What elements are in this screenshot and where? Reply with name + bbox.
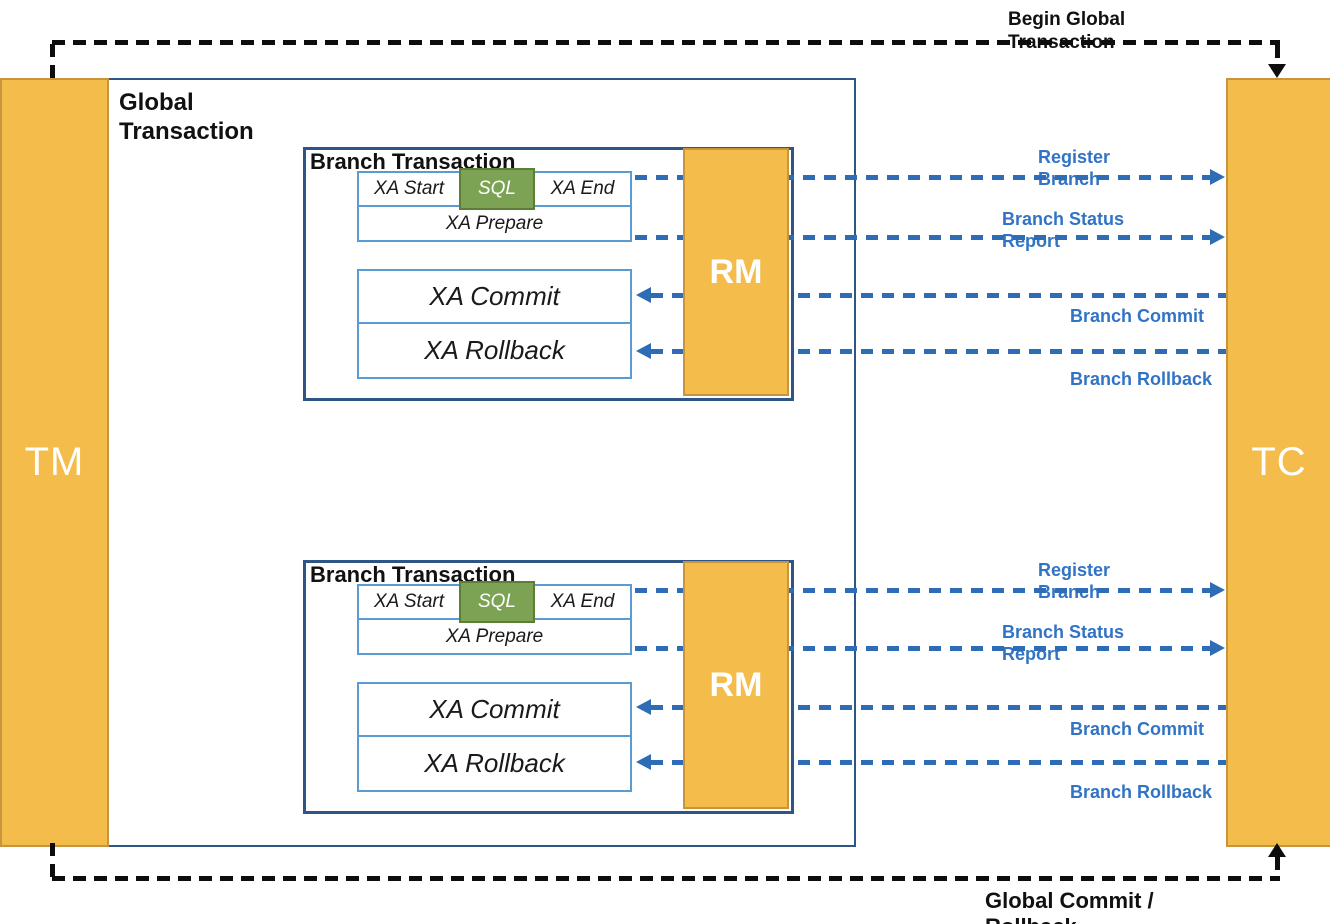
arrowhead-right-icon <box>1210 640 1225 656</box>
branch-status-report-label-2: Branch Status Report <box>1002 622 1125 664</box>
xa-end-box-1: XA End <box>533 171 632 207</box>
arrowhead-right-icon <box>1210 169 1225 185</box>
xa-commit-box-2: XA Commit <box>357 682 632 737</box>
branch-commit-label-1: Branch Commit <box>1070 306 1205 326</box>
sql-box-1: SQL <box>459 168 535 210</box>
register-branch-label-1: Register Branch <box>1038 147 1111 189</box>
arrow-register-branch-1 <box>635 169 1225 185</box>
tc-node: TC <box>1226 78 1330 847</box>
commit-flow-right-segment <box>1275 857 1280 877</box>
branch-rollback-label-2: Branch Rollback <box>1070 782 1213 802</box>
arrowhead-left-icon <box>636 287 651 303</box>
arrowhead-right-icon <box>1210 229 1225 245</box>
tm-label: TM <box>24 440 85 484</box>
begin-flow-horizontal-segment <box>52 40 1280 45</box>
sql-box-2: SQL <box>459 581 535 623</box>
xa-end-box-2: XA End <box>533 584 632 620</box>
arrow-branch-rollback-1 <box>636 343 1226 359</box>
tc-label: TC <box>1251 440 1307 484</box>
arrow-branch-status-report-2 <box>635 640 1225 656</box>
arrow-register-branch-2 <box>635 582 1225 598</box>
branch-commit-label-2: Branch Commit <box>1070 719 1205 739</box>
begin-global-transaction-label: Begin Global Transaction <box>1008 9 1126 53</box>
rm-node-1: RM <box>683 148 789 396</box>
begin-flow-left-segment <box>50 44 55 78</box>
global-transaction-title: Global Transaction <box>119 89 254 145</box>
arrowhead-right-icon <box>1210 582 1225 598</box>
arrow-branch-commit-1 <box>636 287 1226 303</box>
arrowhead-left-icon <box>636 699 651 715</box>
xa-prepare-box-2: XA Prepare <box>357 618 632 655</box>
arrow-branch-commit-2 <box>636 699 1226 715</box>
xa-rollback-box-1: XA Rollback <box>357 322 632 379</box>
xa-commit-box-1: XA Commit <box>357 269 632 324</box>
rm-node-2: RM <box>683 561 789 809</box>
arrow-branch-status-report-1 <box>635 229 1225 245</box>
branch-rollback-label-1: Branch Rollback <box>1070 369 1213 389</box>
xa-rollback-box-2: XA Rollback <box>357 735 632 792</box>
arrowhead-down-icon <box>1268 64 1286 78</box>
commit-flow-left-segment <box>50 843 55 877</box>
rm-label-2: RM <box>709 665 763 704</box>
arrowhead-left-icon <box>636 754 651 770</box>
branch-status-report-label-1: Branch Status Report <box>1002 209 1125 251</box>
arrowhead-left-icon <box>636 343 651 359</box>
xa-start-box-2: XA Start <box>357 584 461 620</box>
xa-prepare-box-1: XA Prepare <box>357 205 632 242</box>
begin-flow-right-segment <box>1275 45 1280 65</box>
tm-node: TM <box>0 78 109 847</box>
arrowhead-up-icon <box>1268 843 1286 857</box>
commit-flow-horizontal-segment <box>52 876 1280 881</box>
xa-start-box-1: XA Start <box>357 171 461 207</box>
global-commit-rollback-label: Global Commit / Rollback <box>985 888 1154 924</box>
rm-label-1: RM <box>709 252 763 291</box>
register-branch-label-2: Register Branch <box>1038 560 1111 602</box>
arrow-branch-rollback-2 <box>636 754 1226 770</box>
